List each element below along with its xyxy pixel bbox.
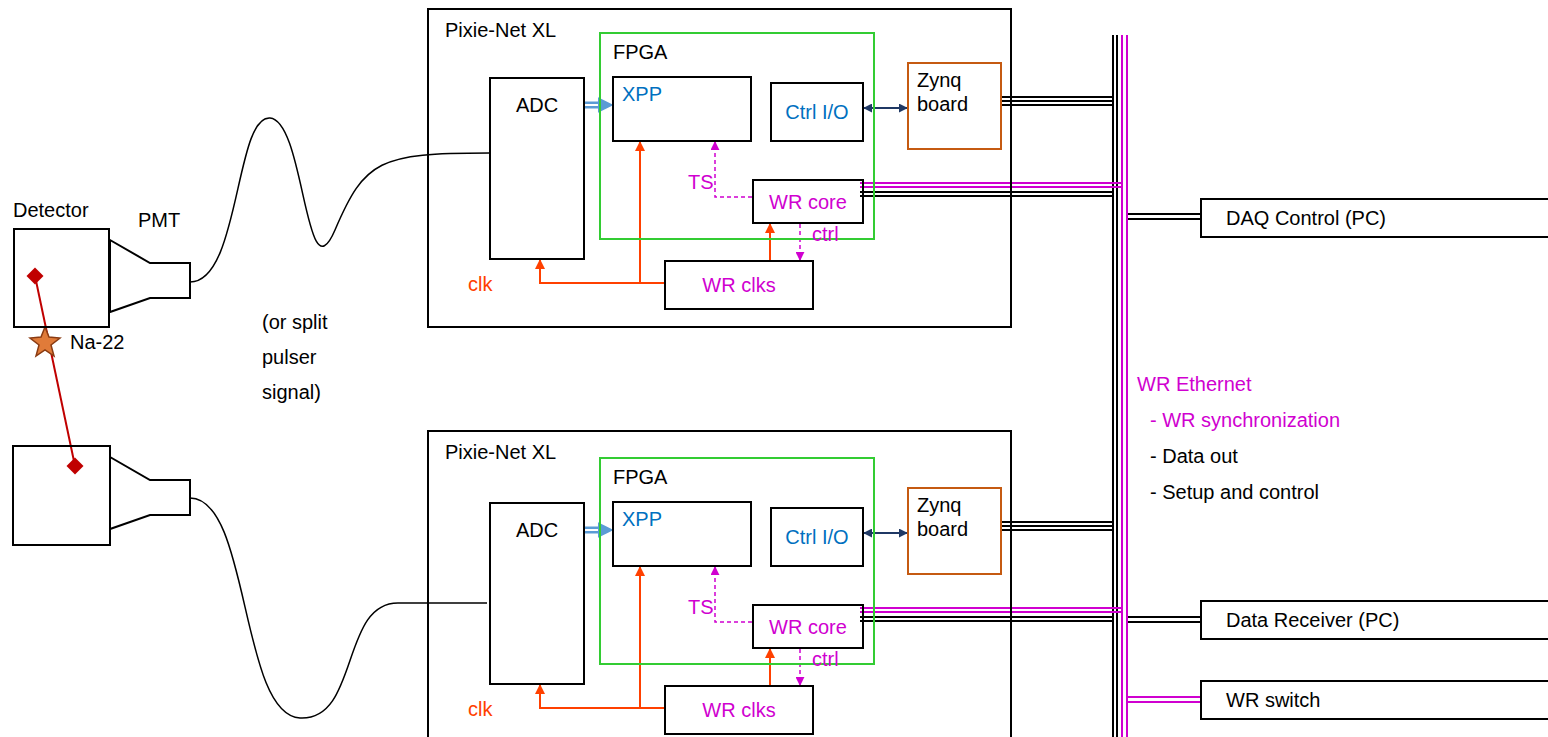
pmt-box: PMT bbox=[110, 240, 190, 312]
connector-line bbox=[585, 527, 600, 534]
fpga-box: FPGA XPP Ctrl I/O WR core bbox=[599, 32, 875, 240]
node-text: ADC bbox=[516, 93, 558, 117]
connector bbox=[864, 533, 907, 534]
annotation-label: - Setup and control bbox=[1150, 480, 1319, 504]
annotation-label: - WR synchronization bbox=[1150, 408, 1340, 432]
connector bbox=[640, 142, 664, 283]
node-text: Pixie-Net XL bbox=[445, 18, 556, 42]
connector bbox=[640, 567, 664, 708]
node-text: PMT bbox=[138, 208, 180, 232]
annotation-label: clk bbox=[468, 272, 492, 296]
connector-line bbox=[190, 118, 489, 282]
annotation-label: ctrl bbox=[812, 647, 839, 671]
connector-line bbox=[769, 649, 771, 685]
annotation-label: ctrl bbox=[812, 222, 839, 246]
switch-box: WR switch bbox=[1200, 680, 1548, 720]
connector bbox=[715, 567, 752, 622]
interaction-point bbox=[67, 458, 84, 475]
annotation-label: TS bbox=[688, 595, 714, 619]
connector bbox=[190, 118, 489, 282]
connector-line bbox=[640, 567, 664, 708]
node-text: DAQ Control (PC) bbox=[1226, 206, 1386, 230]
ctrl-io-box: Ctrl I/O bbox=[770, 507, 864, 567]
connector-line bbox=[585, 104, 600, 106]
connector-line bbox=[715, 567, 752, 622]
connector bbox=[540, 685, 664, 708]
pmt-shape bbox=[110, 240, 190, 312]
connector-line bbox=[540, 260, 664, 283]
node-text: WR core bbox=[769, 190, 847, 214]
node-text: Zynq board bbox=[917, 493, 992, 541]
module-box: Pixie-Net XL ADC FPGA XPP Ctrl I/O WR core Zyn… bbox=[427, 8, 1012, 328]
connector-line bbox=[799, 224, 801, 260]
bus-line bbox=[1112, 35, 1114, 737]
node-text: XPP bbox=[622, 82, 662, 106]
node-text: Zynq board bbox=[917, 68, 992, 116]
connector bbox=[800, 649, 801, 685]
pc-box: Data Receiver (PC) bbox=[1200, 600, 1548, 640]
connector bbox=[864, 108, 907, 109]
node-text: ADC bbox=[516, 518, 558, 542]
wr-clks-box: WR clks bbox=[664, 685, 814, 735]
connector bbox=[800, 224, 801, 260]
node-text: WR core bbox=[769, 615, 847, 639]
annotation-label: Na-22 bbox=[70, 330, 124, 354]
annotation-label: - Data out bbox=[1150, 444, 1238, 468]
node-text: WR clks bbox=[702, 698, 775, 722]
bus-tap bbox=[860, 97, 1200, 622]
adc-box: ADC bbox=[489, 77, 585, 260]
fpga-box: FPGA XPP Ctrl I/O WR core bbox=[599, 457, 875, 665]
wr-core-box: WR core bbox=[752, 604, 864, 649]
source-star bbox=[30, 327, 60, 356]
xpp-box: XPP bbox=[612, 501, 752, 567]
node-text: Data Receiver (PC) bbox=[1226, 608, 1399, 632]
wr-core-box: WR core bbox=[752, 179, 864, 224]
ctrl-io-box: Ctrl I/O bbox=[770, 82, 864, 142]
adc-box: ADC bbox=[489, 502, 585, 685]
node-text: FPGA bbox=[613, 465, 667, 489]
zynq-box: Zynq board bbox=[907, 62, 1002, 150]
xpp-box: XPP bbox=[612, 76, 752, 142]
annotation-label: WR Ethernet bbox=[1137, 372, 1251, 396]
connector bbox=[540, 260, 664, 283]
node-text: Pixie-Net XL bbox=[445, 440, 556, 464]
connector-line bbox=[769, 224, 771, 260]
pmt-outline bbox=[110, 240, 190, 312]
connector-line bbox=[799, 649, 801, 685]
annotation-label: TS bbox=[688, 170, 714, 194]
annotation-label: (or split pulser signal) bbox=[262, 305, 354, 410]
connector-line bbox=[585, 102, 600, 109]
bus-line bbox=[1121, 35, 1123, 737]
connector-line bbox=[540, 685, 664, 708]
connector-line bbox=[640, 142, 664, 283]
signal-cable bbox=[190, 498, 487, 718]
connector bbox=[715, 142, 752, 197]
node-text: Ctrl I/O bbox=[785, 525, 848, 549]
connector bbox=[770, 649, 771, 685]
connector-line bbox=[715, 142, 752, 197]
detector-box bbox=[13, 446, 110, 545]
pmt-shape bbox=[110, 457, 190, 529]
wr-clks-box: WR clks bbox=[664, 260, 814, 310]
node-text: WR clks bbox=[702, 273, 775, 297]
node-text: FPGA bbox=[613, 40, 667, 64]
bus-line bbox=[1116, 35, 1118, 737]
connector-line bbox=[864, 107, 907, 109]
interaction-point bbox=[27, 268, 44, 285]
node-text: XPP bbox=[622, 507, 662, 531]
bus-line bbox=[1126, 35, 1128, 737]
wr-tap bbox=[860, 183, 1200, 702]
node-text: Ctrl I/O bbox=[785, 100, 848, 124]
annotation-label: clk bbox=[468, 697, 492, 721]
module-box: Pixie-Net XL ADC FPGA XPP Ctrl I/O WR core Zyn… bbox=[427, 430, 1012, 737]
node-text: WR switch bbox=[1226, 688, 1320, 712]
zynq-box: Zynq board bbox=[907, 487, 1002, 575]
connector bbox=[770, 224, 771, 260]
pc-box: DAQ Control (PC) bbox=[1200, 198, 1548, 238]
connector-line bbox=[585, 529, 600, 531]
connector-line bbox=[864, 532, 907, 534]
node-text: Detector bbox=[13, 198, 89, 222]
detector-box: Detector bbox=[13, 228, 110, 328]
gamma-line bbox=[35, 276, 75, 466]
